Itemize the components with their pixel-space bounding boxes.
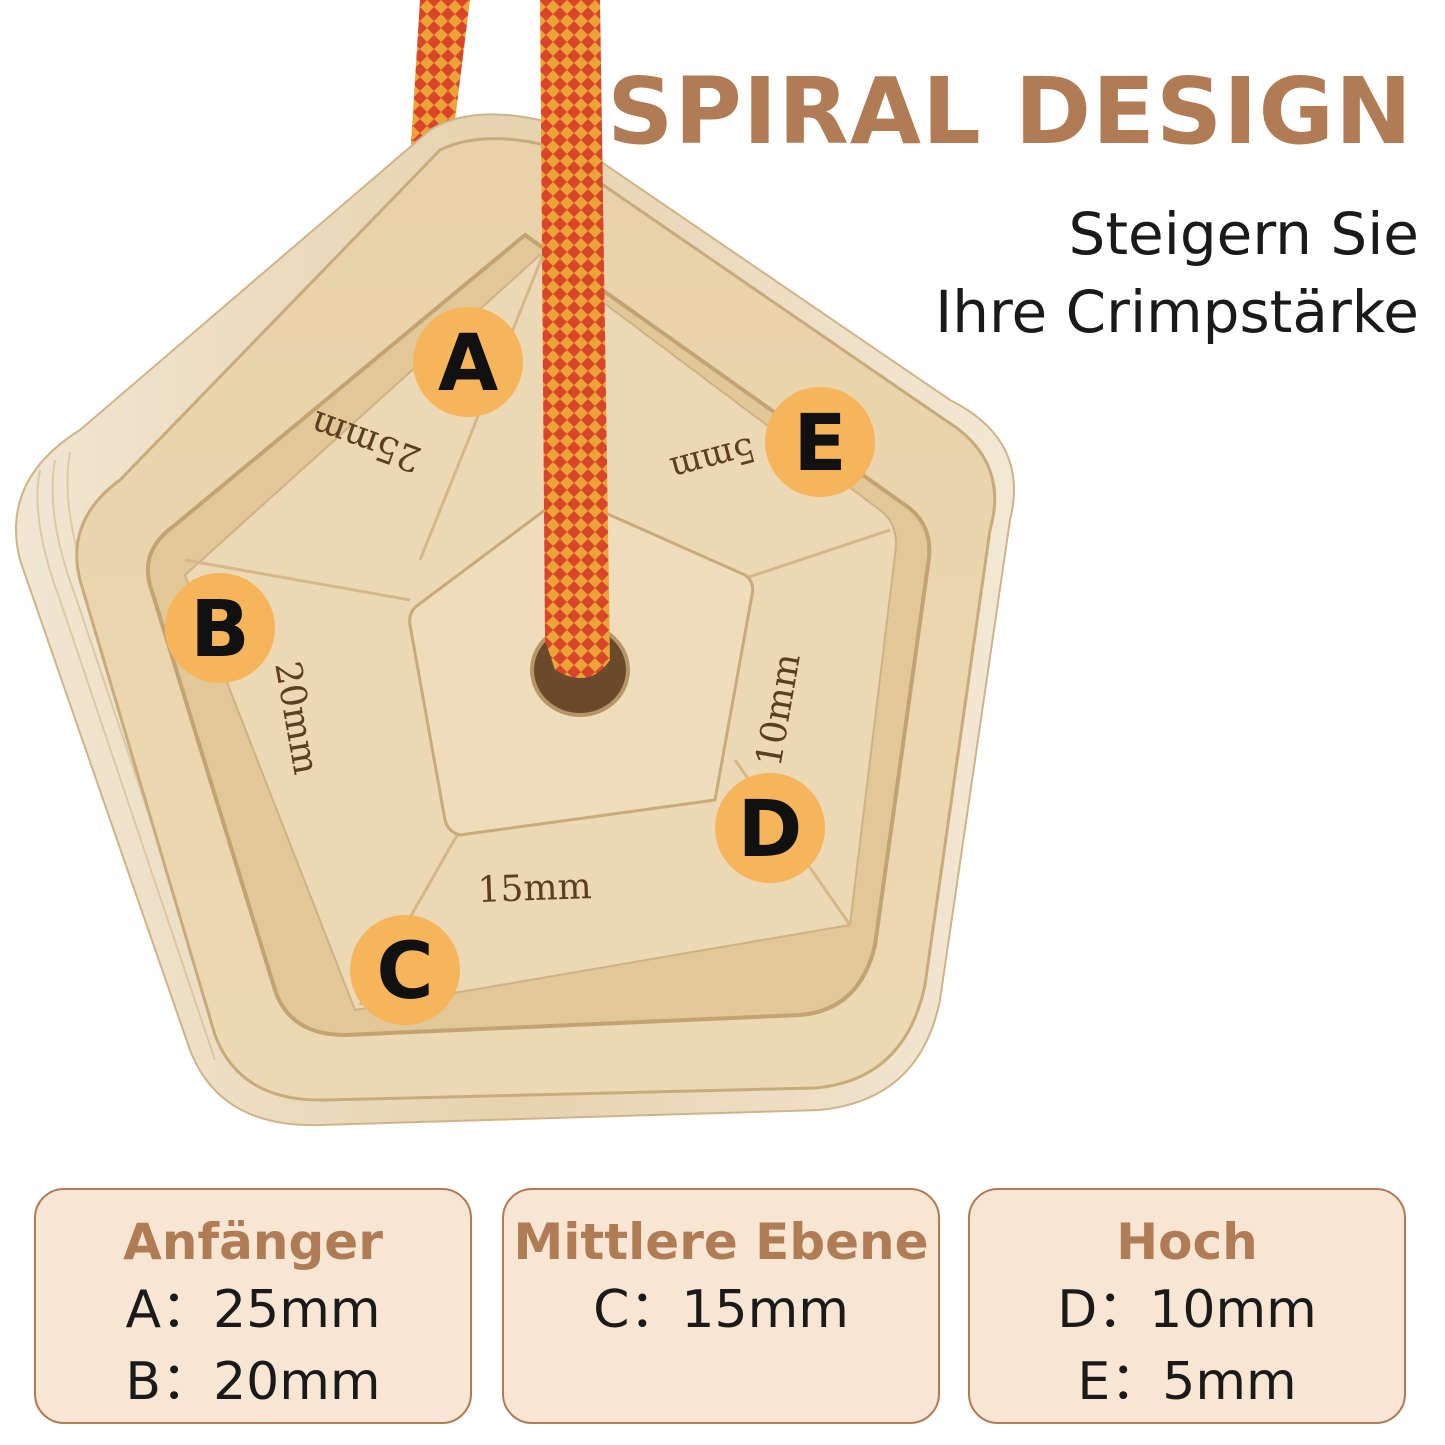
svg-text:D: D	[738, 785, 803, 875]
level-line: A：25mm	[125, 1280, 381, 1340]
subtitle-line-2: Ihre Crimpstärke	[935, 278, 1419, 346]
level-line: D：10mm	[1057, 1280, 1317, 1340]
svg-text:E: E	[793, 399, 846, 489]
marker-c: C	[350, 915, 460, 1025]
level-card-beginner: Anfänger A：25mm B：20mm	[34, 1188, 472, 1424]
level-title: Hoch	[1116, 1213, 1258, 1271]
engraving-15mm: 15mm	[477, 866, 592, 911]
rope-front	[540, 0, 610, 678]
svg-text:C: C	[376, 927, 433, 1017]
level-line: E：5mm	[1077, 1352, 1297, 1412]
page-subtitle: Steigern Sie Ihre Crimpstärke	[935, 195, 1419, 351]
level-card-intermediate: Mittlere Ebene C：15mm	[502, 1188, 940, 1424]
page-title: SPIRAL DESIGN	[607, 58, 1413, 165]
level-line: B：20mm	[125, 1352, 381, 1412]
level-title: Anfänger	[123, 1213, 383, 1271]
level-card-advanced: Hoch D：10mm E：5mm	[968, 1188, 1406, 1424]
marker-a: A	[413, 307, 523, 417]
level-line: C：15mm	[593, 1280, 849, 1340]
subtitle-line-1: Steigern Sie	[1068, 200, 1420, 268]
hangboard-illustration: 25mm 20mm 15mm 10mm 5mm A B C D E	[15, 0, 1015, 1127]
svg-text:A: A	[438, 319, 498, 409]
marker-b: B	[165, 573, 275, 683]
marker-e: E	[765, 387, 875, 497]
svg-text:B: B	[190, 585, 249, 675]
marker-d: D	[715, 773, 825, 883]
level-title: Mittlere Ebene	[513, 1213, 929, 1271]
